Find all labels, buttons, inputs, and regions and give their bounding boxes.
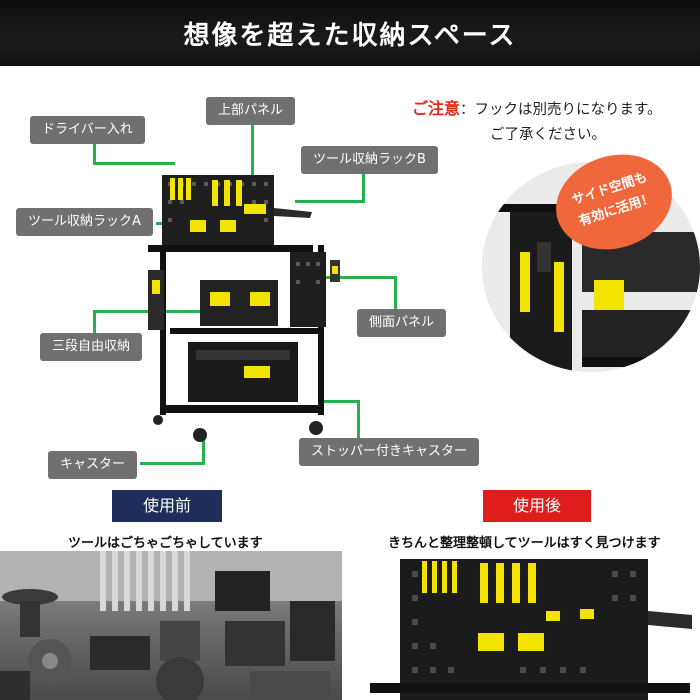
after-photo <box>350 551 700 700</box>
leader-rack-b-v <box>362 172 365 202</box>
leader-side-panel-h <box>316 276 396 279</box>
leader-side-panel-v <box>394 276 397 310</box>
header-banner: 想像を超えた収納スペース <box>0 0 700 66</box>
leader-caster-v <box>202 440 205 464</box>
organized-tools-image <box>370 559 692 700</box>
leader-caster-h <box>140 462 205 465</box>
leader-stopper-v <box>357 400 360 440</box>
leader-rack-b-h <box>295 200 365 203</box>
leader-driver-h <box>93 162 175 165</box>
callout-rack-a: ツール収納ラックA <box>16 208 153 236</box>
cluttered-tools-image <box>0 551 342 700</box>
before-label: 使用前 <box>112 490 222 522</box>
leader-stopper-h <box>322 400 360 403</box>
after-caption: きちんと整理整頓してツールはすく見つけます <box>388 536 661 551</box>
leader-driver-v <box>93 140 96 164</box>
callout-shelves: 三段自由収納 <box>40 333 143 361</box>
leader-top-panel <box>251 122 254 186</box>
callout-stopper-caster: ストッパー付きキャスター <box>299 438 480 466</box>
tool-cart-image <box>148 175 340 442</box>
leader-shelves-v <box>93 310 96 334</box>
before-caption: ツールはごちゃごちゃしています <box>68 536 263 551</box>
notice-colon: ： <box>460 102 475 118</box>
callout-top-panel: 上部パネル <box>206 97 296 125</box>
notice-line2: ご了承ください。 <box>490 127 606 143</box>
notice: ご注意：フックは別売りになります。 ご了承ください。 <box>412 96 662 148</box>
callout-driver: ドライバー入れ <box>30 116 145 144</box>
page-title: 想像を超えた収納スペース <box>183 20 517 51</box>
callout-side-panel: 側面パネル <box>357 309 447 337</box>
after-label: 使用後 <box>483 490 591 522</box>
callout-rack-b: ツール収納ラックB <box>301 146 438 174</box>
before-photo <box>0 551 342 700</box>
notice-line1: フックは別売りになります。 <box>474 102 662 118</box>
callout-caster: キャスター <box>48 451 138 479</box>
notice-label: ご注意 <box>412 99 461 118</box>
